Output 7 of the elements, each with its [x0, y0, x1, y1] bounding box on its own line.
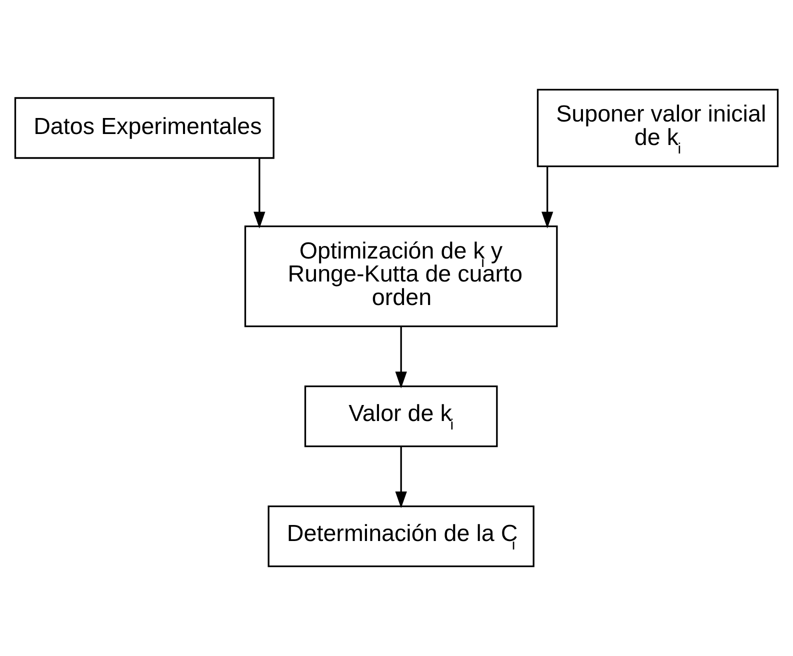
node-box: Datos Experimentales — [14, 97, 274, 159]
arrow — [395, 326, 407, 388]
node-box: Suponer valor inicial de k$_{i}$ — [536, 88, 779, 168]
node-box: Valor de k$_{i}$ — [304, 386, 498, 448]
arrow — [395, 446, 407, 508]
arrow — [542, 166, 554, 228]
arrow — [254, 158, 266, 228]
